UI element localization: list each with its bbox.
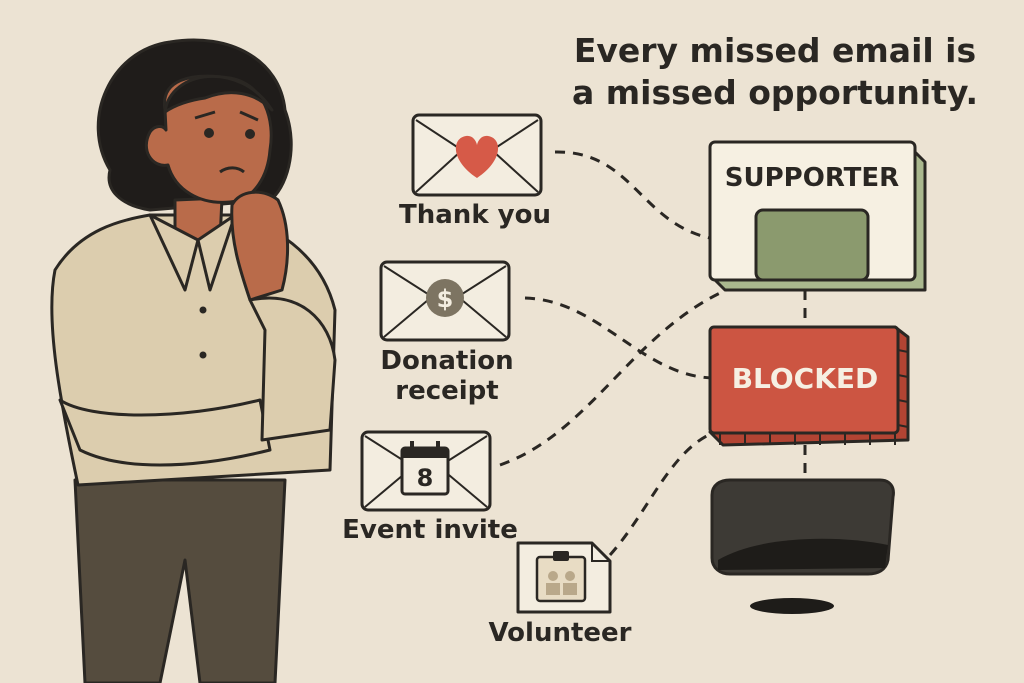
left-collar: [148, 213, 200, 292]
connector-thank-you: [554, 150, 771, 243]
worried-person: [50, 38, 337, 683]
headline: Every missed email is a missed opportuni…: [540, 30, 1010, 114]
label-volunteer: Volunteer: [488, 618, 632, 648]
connector-event: [499, 276, 761, 467]
heart-icon: [455, 135, 499, 178]
void-bin: [710, 478, 895, 614]
blocked-wall: BLOCKED: [708, 325, 910, 447]
calendar-day: 8: [417, 464, 434, 492]
right-eye: [245, 129, 255, 139]
email-thank-you: [411, 113, 543, 197]
email-donation-receipt: $: [379, 260, 511, 342]
hand-on-chin: [230, 190, 290, 302]
pants: [73, 478, 287, 683]
supporter-label: SUPPORTER: [725, 163, 899, 193]
supporter-inbox-slot: [754, 208, 870, 282]
blocked-label: BLOCKED: [732, 362, 879, 395]
connector-donation: [524, 296, 713, 380]
mouth: [219, 166, 245, 174]
headline-line-2: a missed opportunity.: [572, 73, 978, 112]
supporter-inbox: SUPPORTER: [708, 140, 927, 292]
bin-shadow: [750, 598, 834, 614]
label-donation-receipt: Donation receipt: [380, 346, 514, 406]
hair-fringe: [163, 75, 274, 114]
headline-line-1: Every missed email is: [573, 31, 977, 70]
raised-arm: [248, 296, 337, 442]
left-eyebrow: [194, 110, 216, 120]
clipboard-icon: [535, 551, 587, 603]
dollar-icon: [426, 279, 464, 317]
email-event-invite: 8: [360, 430, 492, 512]
connector-volunteer: [608, 430, 716, 556]
label-event-invite: Event invite: [342, 515, 518, 545]
shirt-buttons: [199, 306, 207, 359]
right-collar: [196, 213, 237, 292]
svg-text:$: $: [437, 285, 454, 313]
label-thank-you: Thank you: [399, 200, 551, 230]
left-eye: [204, 128, 214, 138]
connector-lines: [499, 150, 807, 556]
email-volunteer: [516, 541, 612, 614]
calendar-icon: 8: [400, 441, 450, 496]
right-eyebrow: [239, 110, 259, 122]
arm-across: [58, 398, 272, 467]
